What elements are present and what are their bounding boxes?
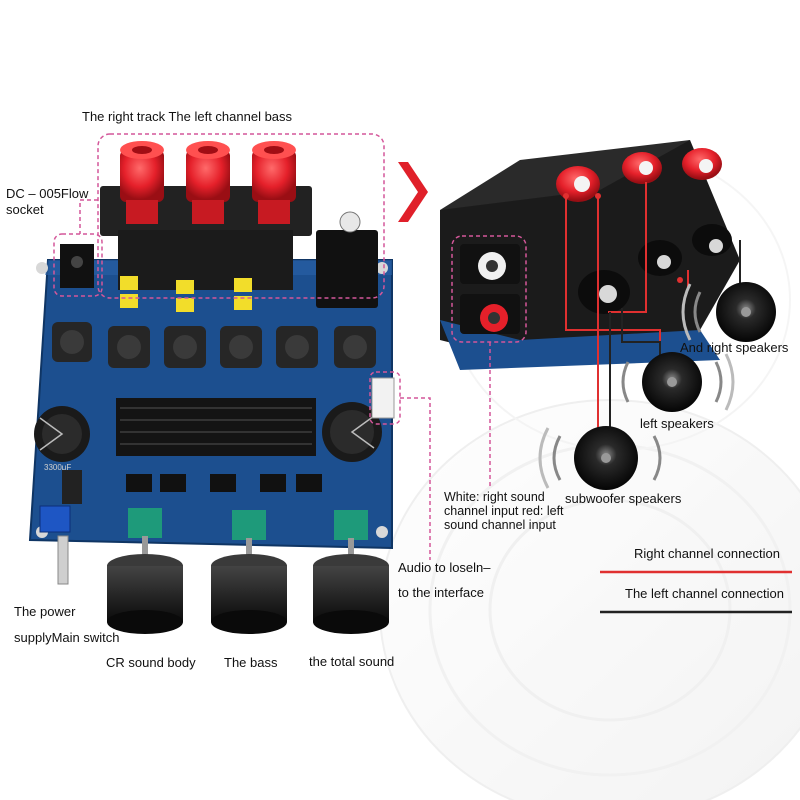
label-audio-interface-2: to the interface bbox=[398, 585, 484, 600]
speaker-subwoofer bbox=[538, 426, 662, 490]
left-channel-wires bbox=[609, 240, 741, 430]
speaker-right bbox=[681, 282, 776, 342]
label-knob-cr: CR sound body bbox=[106, 655, 196, 670]
capacitor-right bbox=[322, 402, 382, 462]
speaker-left bbox=[621, 352, 735, 412]
label-subwoofer-speakers: subwoofer speakers bbox=[565, 491, 682, 506]
trim-pot bbox=[39, 505, 71, 533]
terminal-left bbox=[186, 141, 230, 224]
knob-bass bbox=[211, 538, 287, 634]
pot-base-total bbox=[334, 510, 368, 540]
amplifier-board: 3300μF bbox=[28, 141, 395, 634]
chevron-right-icon bbox=[398, 162, 428, 222]
power-switch bbox=[57, 470, 82, 585]
label-right-speakers: And right speakers bbox=[680, 340, 789, 355]
ic-row bbox=[126, 474, 322, 492]
capacitor-left-mark: 3300μF bbox=[44, 463, 71, 472]
label-power-switch-1: The power bbox=[14, 604, 76, 619]
label-left-speakers: left speakers bbox=[640, 416, 714, 431]
rca-callout bbox=[451, 235, 527, 488]
inductor-row bbox=[52, 322, 376, 368]
legend-right-connection: Right channel connection bbox=[634, 546, 780, 561]
pot-base-bass bbox=[232, 510, 266, 540]
terminal-bass bbox=[252, 141, 296, 224]
audio-jack bbox=[316, 230, 378, 308]
knob-cr bbox=[107, 536, 183, 634]
label-knob-total: the total sound bbox=[309, 654, 395, 669]
label-dc-socket: DC – 005Flow socket bbox=[6, 186, 89, 217]
capacitor-left bbox=[34, 406, 90, 462]
rca-jack-white bbox=[460, 244, 520, 284]
rca-jack-red bbox=[460, 294, 520, 334]
label-rca-input: White: right sound channel input red: le… bbox=[444, 490, 564, 532]
label-power-switch-2: supplyMain switch bbox=[14, 630, 120, 645]
pot-base-cr bbox=[128, 508, 162, 538]
legend-left-connection: The left channel connection bbox=[625, 586, 784, 601]
label-knob-bass: The bass bbox=[224, 655, 278, 670]
terminal-closeup bbox=[440, 140, 740, 370]
side-connector bbox=[371, 377, 395, 419]
label-channels-top: The right track The left channel bass bbox=[82, 109, 293, 124]
black-binding-posts bbox=[578, 224, 732, 314]
heatsink bbox=[116, 398, 316, 456]
terminal-right bbox=[120, 141, 164, 224]
callout-outlines bbox=[53, 133, 431, 560]
speaker-terminal-block bbox=[100, 141, 312, 312]
label-audio-interface-1: Audio to loseln– bbox=[398, 560, 491, 575]
knob-total bbox=[313, 538, 389, 634]
red-binding-posts bbox=[556, 148, 722, 202]
